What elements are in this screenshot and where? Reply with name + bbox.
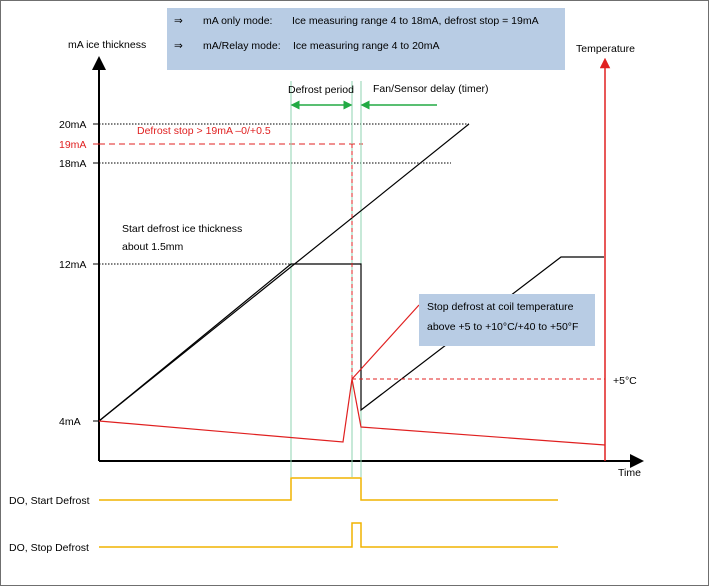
legend-relay-label: mA/Relay mode: [203,40,281,52]
y-axis-left-title: mA ice thickness [68,39,146,51]
defrost-stop-annotation: Defrost stop > 19mA –0/+0.5 [137,125,271,137]
y-axis-right-title: Temperature [576,43,635,55]
level-19ma-label: 19mA [59,139,86,151]
stop-box-line2: above +5 to +10°C/+40 to +50°F [427,321,578,333]
ice-thickness-signal [98,256,604,422]
start-defrost-text-line1: Start defrost ice thickness [122,223,242,235]
level-18ma-label: 18mA [59,158,86,170]
do-stop-signal [99,522,558,548]
legend-relay-text: Ice measuring range 4 to 20mA [293,40,440,52]
fan-delay-label: Fan/Sensor delay (timer) [373,83,489,95]
x-axis-title: Time [618,467,641,479]
legend-arrow-1: ⇒ [174,15,183,27]
do-stop-label: DO, Stop Defrost [9,542,89,554]
legend-mode-only-label: mA only mode: [203,15,272,27]
level-20ma-label: 20mA [59,119,86,131]
legend-mode-only-text: Ice measuring range 4 to 18mA, defrost s… [292,15,539,27]
start-defrost-text-line2: about 1.5mm [122,241,184,253]
level-4ma-label: 4mA [59,416,81,428]
stop-defrost-callout: Stop defrost at coil temperature above +… [419,294,595,346]
level-12ma-label: 12mA [59,259,86,271]
do-start-label: DO, Start Defrost [9,495,90,507]
mode-legend-box: ⇒ mA only mode: Ice measuring range 4 to… [167,8,565,70]
ice-thickness-diagonal [98,123,470,422]
plus5c-label: +5°C [613,375,637,387]
do-start-signal [99,477,558,501]
stop-box-line1: Stop defrost at coil temperature [427,301,574,313]
legend-arrow-2: ⇒ [174,40,183,52]
temperature-callout-line [351,304,420,380]
defrost-period-label: Defrost period [288,84,354,96]
